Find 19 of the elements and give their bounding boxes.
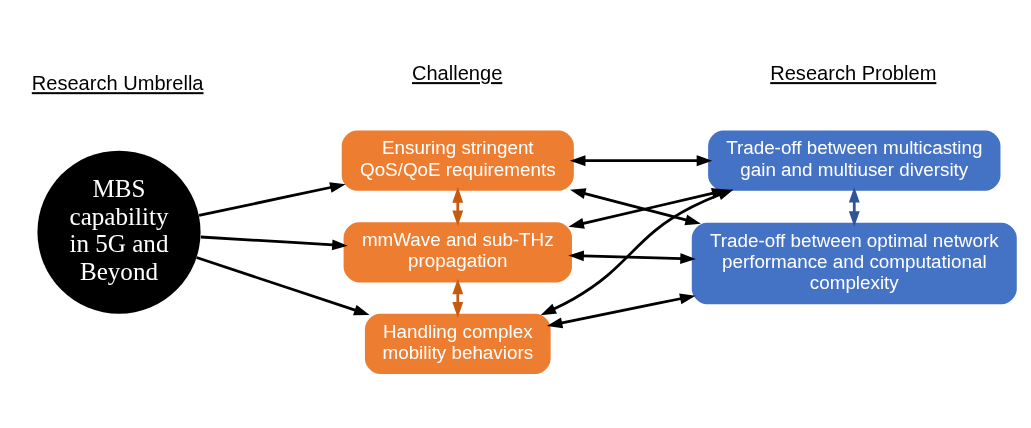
node-box: Handling complex mobility behaviors xyxy=(364,313,551,374)
arrow xyxy=(568,250,696,265)
arrow xyxy=(570,188,701,226)
arrow xyxy=(452,278,464,318)
arrow xyxy=(569,155,713,167)
node-circle: MBS capability in 5G and Beyond xyxy=(37,150,201,314)
node-box: Ensuring stringent QoS/QoE requirements xyxy=(341,130,574,191)
node-box: Trade-off between optimal network performance and computational complexity xyxy=(691,222,1017,305)
arrow xyxy=(848,186,860,227)
arrow xyxy=(546,293,696,329)
arrow xyxy=(198,182,346,217)
node-box: Trade-off between multicasting gain and multiuser diversity xyxy=(708,130,1001,191)
label: Research Problem xyxy=(770,62,937,85)
label: Challenge xyxy=(411,62,503,85)
arrow xyxy=(452,187,464,227)
arrow xyxy=(200,235,348,251)
label: Research Umbrella xyxy=(31,72,204,95)
arrow xyxy=(196,256,370,316)
node-box: mmWave and sub-THz propagation xyxy=(343,222,572,283)
